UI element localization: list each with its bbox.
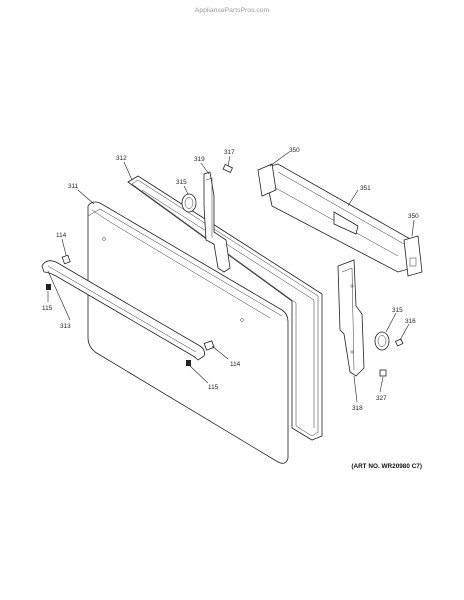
door-gasket	[127, 175, 323, 441]
callout-114-upper: 114	[56, 232, 67, 239]
roller-upper	[181, 193, 197, 213]
callout-315-upper: 315	[176, 179, 187, 186]
callout-313: 313	[60, 323, 71, 330]
bin-end-cap-left	[257, 163, 277, 197]
screw-upper-left	[61, 254, 71, 265]
screw-lower-right	[203, 340, 215, 351]
upper-hinge-bracket	[203, 171, 231, 273]
screw-317	[222, 163, 234, 173]
screw-327	[379, 369, 387, 377]
callout-350-left: 350	[289, 147, 300, 154]
leader-lines	[47, 151, 415, 403]
screw-316	[394, 338, 404, 347]
art-number: (ART NO. WR20980 C7)	[351, 463, 422, 470]
callout-319: 319	[194, 156, 205, 163]
callout-115-right: 115	[208, 384, 219, 391]
callout-327: 327	[376, 395, 387, 402]
callout-350-right: 350	[408, 213, 419, 220]
watermark-text: AppliancePartsPros.com	[195, 7, 270, 14]
door-handle	[41, 260, 205, 361]
callout-114-lower: 114	[230, 361, 241, 368]
callout-316: 316	[405, 318, 416, 325]
callout-312: 312	[116, 155, 127, 162]
callout-351: 351	[360, 185, 371, 192]
callout-315-lower: 315	[392, 307, 403, 314]
callout-115-left: 115	[42, 305, 53, 312]
callout-317: 317	[224, 149, 235, 156]
door-panel	[87, 201, 289, 464]
callout-318: 318	[352, 405, 363, 412]
bin-end-cap-right	[403, 235, 423, 277]
callout-311: 311	[68, 183, 79, 190]
lower-slide-bracket	[337, 259, 365, 377]
drawer-bin	[263, 163, 413, 273]
plug-left	[46, 284, 51, 290]
roller-lower	[374, 331, 390, 351]
callout-labels: 311 312 319 317 315 350 351 350 114 115 …	[42, 147, 419, 412]
plug-right	[186, 360, 191, 366]
